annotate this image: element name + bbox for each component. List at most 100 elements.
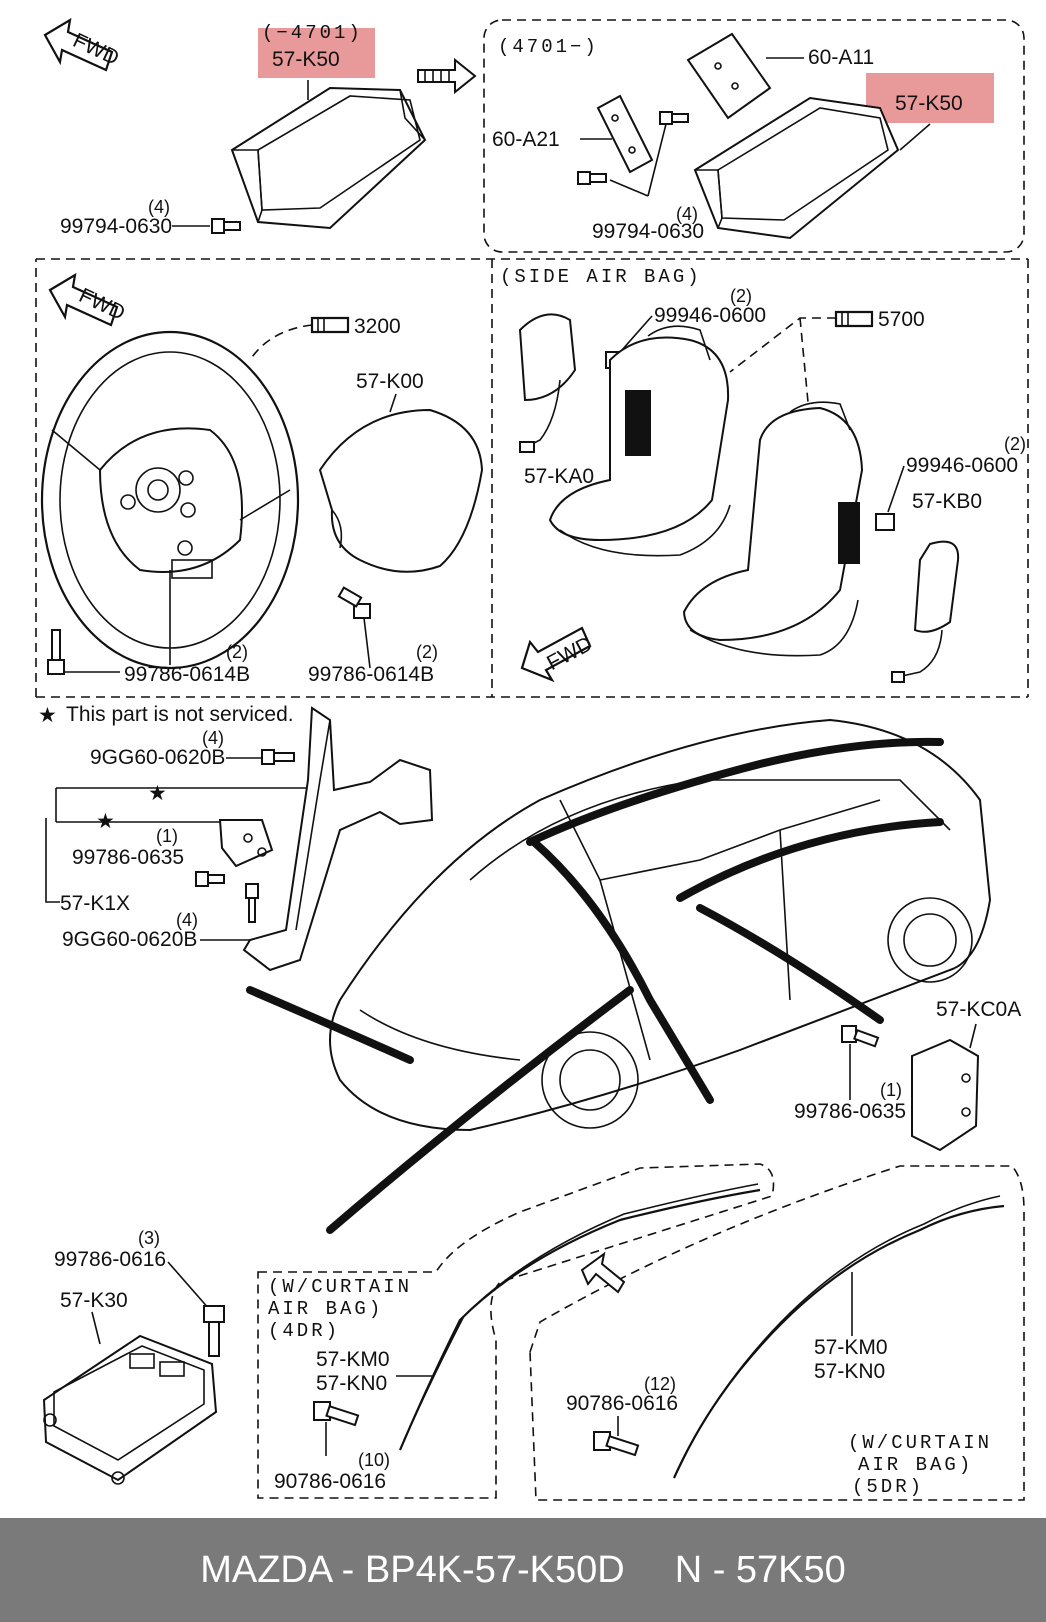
passenger-airbag-module-left bbox=[230, 86, 427, 230]
part-label-km0-b: 57-KM0 bbox=[814, 1336, 888, 1359]
nut-label-0600b: 99946-0600 bbox=[906, 454, 1018, 477]
star-icon-note: ★ bbox=[38, 704, 57, 727]
part-label-k50-right: 57-K50 bbox=[895, 92, 963, 115]
curtain-airbag-4dr-edge bbox=[403, 1183, 759, 1441]
bolt-label-0616c: 90786-0616 bbox=[566, 1392, 678, 1415]
bolt-icon-0620b bbox=[245, 883, 259, 923]
qty-label-4a: (4) bbox=[148, 197, 170, 217]
curtain4-caption-l3: (4DR) bbox=[268, 1320, 340, 1342]
curtain4-caption-l2: AIR BAG) bbox=[268, 1298, 383, 1320]
part-label-ka0: 57-KA0 bbox=[524, 465, 594, 488]
bolt-label-0635a: 99786-0635 bbox=[72, 846, 184, 869]
qty-label-12: (12) bbox=[644, 1374, 676, 1394]
bolt-label-0616b: 90786-0616 bbox=[274, 1470, 386, 1493]
note-not-serviced: This part is not serviced. bbox=[66, 703, 294, 726]
bolt-label-0620a: 9GG60-0620B bbox=[90, 746, 225, 769]
wire-control-unit bbox=[326, 986, 634, 1234]
leader-0630b-1 bbox=[647, 123, 667, 197]
part-label-a21: 60-A21 bbox=[492, 128, 560, 151]
bolt-icon-0630b-1 bbox=[659, 111, 689, 125]
side-airbag-module-ka0 bbox=[518, 313, 577, 453]
bolt-icon-0616a bbox=[203, 1305, 225, 1357]
front-seat-left bbox=[548, 325, 731, 557]
curtain-wire-door bbox=[696, 904, 884, 1024]
leader-0600a bbox=[621, 315, 653, 351]
hand-pointer-icon-5700 bbox=[834, 310, 874, 328]
bolt-icon-0635a bbox=[195, 871, 225, 887]
curtain-airbag-4dr bbox=[398, 1188, 761, 1451]
part-label-kc0a: 57-KC0A bbox=[936, 998, 1021, 1021]
qty-label-4c: (4) bbox=[202, 728, 224, 748]
curtain-wire-pillar bbox=[530, 838, 714, 1104]
footer-short-code: N - 57K50 bbox=[674, 1548, 846, 1591]
leader-k50-right bbox=[899, 123, 931, 151]
bolt-label-0630b: 99794-0630 bbox=[592, 220, 704, 243]
qty-label-2d: (2) bbox=[1004, 434, 1026, 454]
highlight-k50-left bbox=[258, 28, 375, 78]
qty-label-2b: (2) bbox=[416, 642, 438, 662]
leader-k30 bbox=[91, 1311, 101, 1345]
bolt-label-0616a: 99786-0616 bbox=[54, 1248, 166, 1271]
highlight-k50-right bbox=[866, 73, 994, 123]
nut-icon-0600b bbox=[875, 513, 895, 531]
hand-pointer-icon-3200 bbox=[310, 316, 350, 334]
bolt-icon-0620a bbox=[261, 749, 295, 765]
qty-label-2a-shown: (2) bbox=[226, 642, 248, 662]
qty-label-10: (10) bbox=[358, 1450, 390, 1470]
radiator-support-bracket bbox=[242, 706, 434, 972]
wire-front-sensor bbox=[246, 986, 414, 1064]
bolt-icon-0630b-2 bbox=[577, 171, 607, 185]
bolt-label-0620b: 9GG60-0620B bbox=[62, 928, 197, 951]
bolt-icon-0635b bbox=[841, 1025, 880, 1048]
leader-3200 bbox=[249, 324, 313, 361]
range-label-2: (4701−) bbox=[498, 36, 599, 58]
star-icon-1: ★ bbox=[148, 782, 167, 805]
side-airbag-module-kb0 bbox=[891, 540, 960, 683]
leader-k00 bbox=[389, 393, 397, 413]
curtain-wire-roof-1 bbox=[526, 737, 944, 846]
seat-airbag-unit-right bbox=[838, 502, 860, 564]
bolt-icon-0614b bbox=[337, 586, 371, 619]
qty-label-4b: (4) bbox=[676, 204, 698, 224]
driver-airbag-pad bbox=[318, 408, 484, 573]
bolt-icon-0616b bbox=[313, 1401, 360, 1427]
fwd-arrow-3: FWD bbox=[520, 626, 596, 683]
bolt-icon-0614a bbox=[47, 629, 65, 675]
leader-0616a bbox=[167, 1261, 211, 1311]
footer-bar: MAZDA - BP4K-57-K50D N - 57K50 bbox=[0, 1518, 1046, 1622]
bolt-icon-0630a bbox=[211, 218, 241, 234]
bracket-a11 bbox=[686, 32, 772, 120]
curtain-wire-roof-2 bbox=[676, 818, 944, 902]
curtain-airbag-5dr-edge bbox=[677, 1195, 1001, 1471]
part-label-a11: 60-A11 bbox=[808, 46, 874, 69]
part-label-k50-left: 57-K50 bbox=[272, 48, 340, 71]
curtain5-caption-l3: (5DR) bbox=[852, 1476, 924, 1498]
leader-kc0a bbox=[969, 1023, 977, 1049]
diagram-canvas: FWD (−4701) 57-K50 (4) 99794-0630 (4701−… bbox=[35, 17, 1029, 1501]
bracket-lines-k1x bbox=[45, 787, 310, 903]
qty-label-3: (3) bbox=[138, 1228, 160, 1248]
bolt-label-0614b: 99786-0614B bbox=[308, 663, 434, 686]
nut-label-0600a: 99946-0600 bbox=[654, 304, 766, 327]
svg-text:FWD: FWD bbox=[75, 284, 128, 325]
bracket-a21 bbox=[596, 94, 654, 174]
qty-label-1b: (1) bbox=[880, 1080, 902, 1100]
part-label-k00: 57-K00 bbox=[356, 370, 424, 393]
bolt-label-0635b: 99786-0635 bbox=[794, 1100, 906, 1123]
leader-0614b bbox=[363, 617, 371, 669]
fwd-arrow-1: FWD bbox=[43, 17, 122, 72]
leader-0600b bbox=[887, 465, 905, 513]
side-sensor-kc0a bbox=[911, 1038, 980, 1152]
curtain5-caption-l1: (W/CURTAIN bbox=[848, 1432, 992, 1454]
leader-0630b-2 bbox=[609, 179, 649, 197]
footer-part-number: MAZDA - BP4K-57-K50D bbox=[200, 1548, 625, 1591]
steering-wheel bbox=[40, 330, 300, 670]
part-label-kn0-a: 57-KN0 bbox=[316, 1372, 387, 1395]
fwd-arrow-2: FWD bbox=[48, 272, 128, 327]
front-seat-right bbox=[682, 401, 864, 657]
range-label-1: (−4701) bbox=[262, 22, 363, 44]
curtain5-caption-l2: AIR BAG) bbox=[858, 1454, 973, 1476]
side-airbag-caption: (SIDE AIR BAG) bbox=[500, 266, 702, 288]
part-label-kb0: 57-KB0 bbox=[912, 490, 982, 513]
svg-text:FWD: FWD bbox=[543, 632, 596, 675]
